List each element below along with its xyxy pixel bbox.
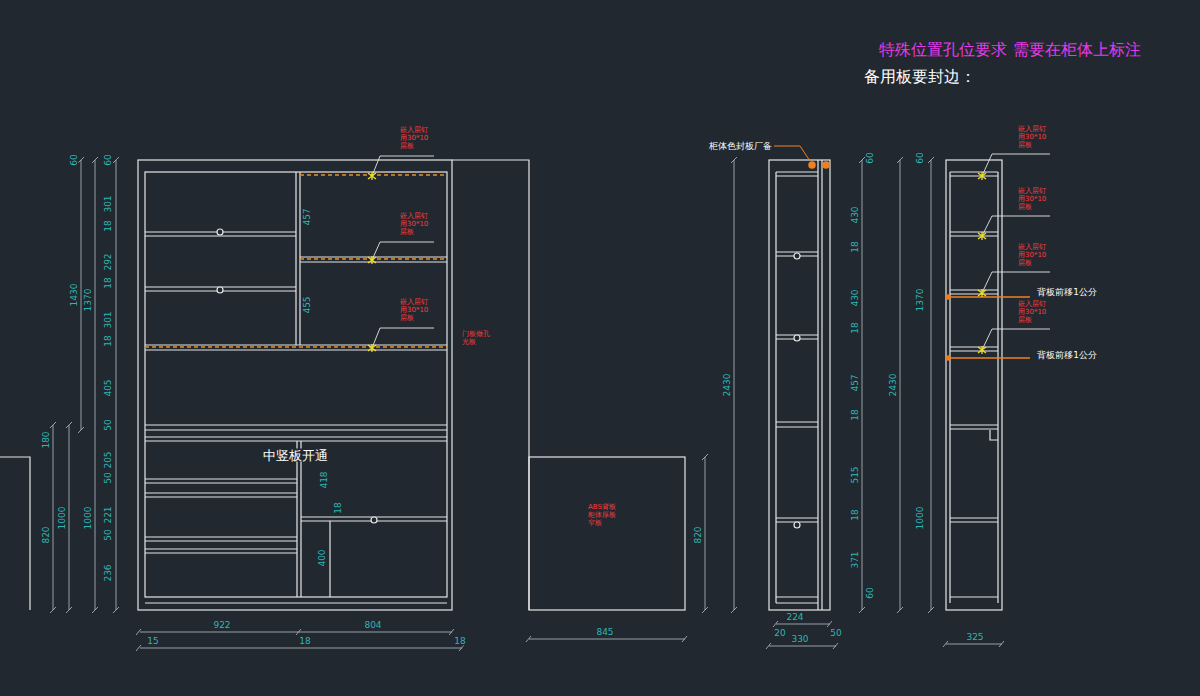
dimension-value: 820: [42, 526, 51, 543]
note-text: 柜体色封板厂备: [709, 142, 772, 151]
dimension-value: 2430: [723, 374, 732, 397]
dimension-value: 418: [320, 471, 329, 488]
callout-note: 嵌入层钉 用30*10 层板: [400, 212, 434, 236]
dimension-value: 18: [851, 509, 860, 520]
dimension-value: 455: [303, 296, 312, 313]
note-text: 背板前移1公分: [1037, 288, 1097, 297]
cabinet-lines: [0, 160, 1002, 610]
callout-note: 嵌入层钉 用30*10 层板: [400, 298, 434, 322]
shelf-pin-marks: [368, 172, 986, 354]
dimension-value: 845: [596, 628, 613, 637]
dimension-value: 1000: [916, 507, 925, 530]
dimension-value: 60: [866, 587, 875, 598]
dimension-value: 20: [774, 629, 785, 638]
dimension-value: 330: [791, 635, 808, 644]
dimension-value: 50: [104, 529, 113, 540]
dimension-value: 1000: [84, 507, 93, 530]
callout-note: 嵌入层钉 用30*10 层板: [400, 126, 434, 150]
dimension-value: 60: [916, 152, 925, 163]
dimension-value: 15: [147, 637, 158, 646]
dimension-value: 2430: [889, 374, 898, 397]
dimension-value: 18: [104, 220, 113, 231]
callout-note: 嵌入层钉 用30*10 层板: [1018, 300, 1052, 324]
note-heading: 特殊位置孔位要求 需要在柜体上标注: [879, 42, 1140, 58]
dimension-value: 18: [851, 322, 860, 333]
knobs: [217, 229, 800, 528]
dimension-value: 301: [104, 311, 113, 328]
dimension-value: 371: [851, 551, 860, 568]
dimension-value: 18: [104, 277, 113, 288]
dimension-value: 430: [851, 206, 860, 223]
dimension-value: 50: [104, 419, 113, 430]
dimension-value: 60: [866, 152, 875, 163]
callout-note: 嵌入层钉 用30*10 层板: [1018, 243, 1052, 267]
dimension-value: 405: [104, 379, 113, 396]
dimension-value: 1430: [70, 284, 79, 307]
dimension-value: 430: [851, 289, 860, 306]
note-text: 中竖板开通: [263, 449, 328, 462]
dimension-value: 325: [966, 633, 983, 642]
dimension-value: 60: [104, 154, 113, 165]
callout-note: ABS背板 柜体厚板 窄板: [588, 503, 622, 527]
shelf-pin-lines: [145, 175, 447, 347]
dimension-value: 60: [70, 154, 79, 165]
dimension-value: 18: [851, 409, 860, 420]
dimension-value: 221: [104, 506, 113, 523]
dimension-value: 50: [104, 472, 113, 483]
dimension-value: 180: [42, 431, 51, 448]
dimension-value: 1370: [84, 289, 93, 312]
dimension-value: 18: [851, 241, 860, 252]
dimension-value: 457: [851, 374, 860, 391]
dimension-value: 515: [851, 466, 860, 483]
callout-note: 门板做孔 光板: [462, 330, 496, 346]
dimension-value: 1000: [58, 507, 67, 530]
callout-note: 嵌入层钉 用30*10 层板: [1018, 125, 1052, 149]
dimension-value: 18: [299, 637, 310, 646]
dimension-value: 18: [104, 335, 113, 346]
dimension-value: 18: [454, 637, 465, 646]
dimension-value: 292: [104, 253, 113, 270]
note-text: 备用板要封边：: [864, 69, 976, 85]
dimension-value: 922: [213, 621, 230, 630]
dimension-value: 1370: [916, 289, 925, 312]
dimension-value: 457: [303, 208, 312, 225]
dimension-value: 820: [694, 526, 703, 543]
callout-note: 嵌入层钉 用30*10 层板: [1018, 187, 1052, 211]
dimension-value: 18: [334, 502, 343, 513]
leader-lines: [372, 154, 1050, 350]
dimension-value: 236: [104, 564, 113, 581]
dimension-lines: [50, 157, 1004, 651]
note-text: 背板前移1公分: [1037, 351, 1097, 360]
dimension-value: 50: [830, 629, 841, 638]
dimension-value: 301: [104, 195, 113, 212]
dimension-value: 224: [786, 613, 803, 622]
dimension-value: 205: [104, 451, 113, 468]
back-panel-lines: [774, 146, 1030, 360]
dimension-value: 804: [364, 621, 381, 630]
dimension-value: 400: [318, 549, 327, 566]
